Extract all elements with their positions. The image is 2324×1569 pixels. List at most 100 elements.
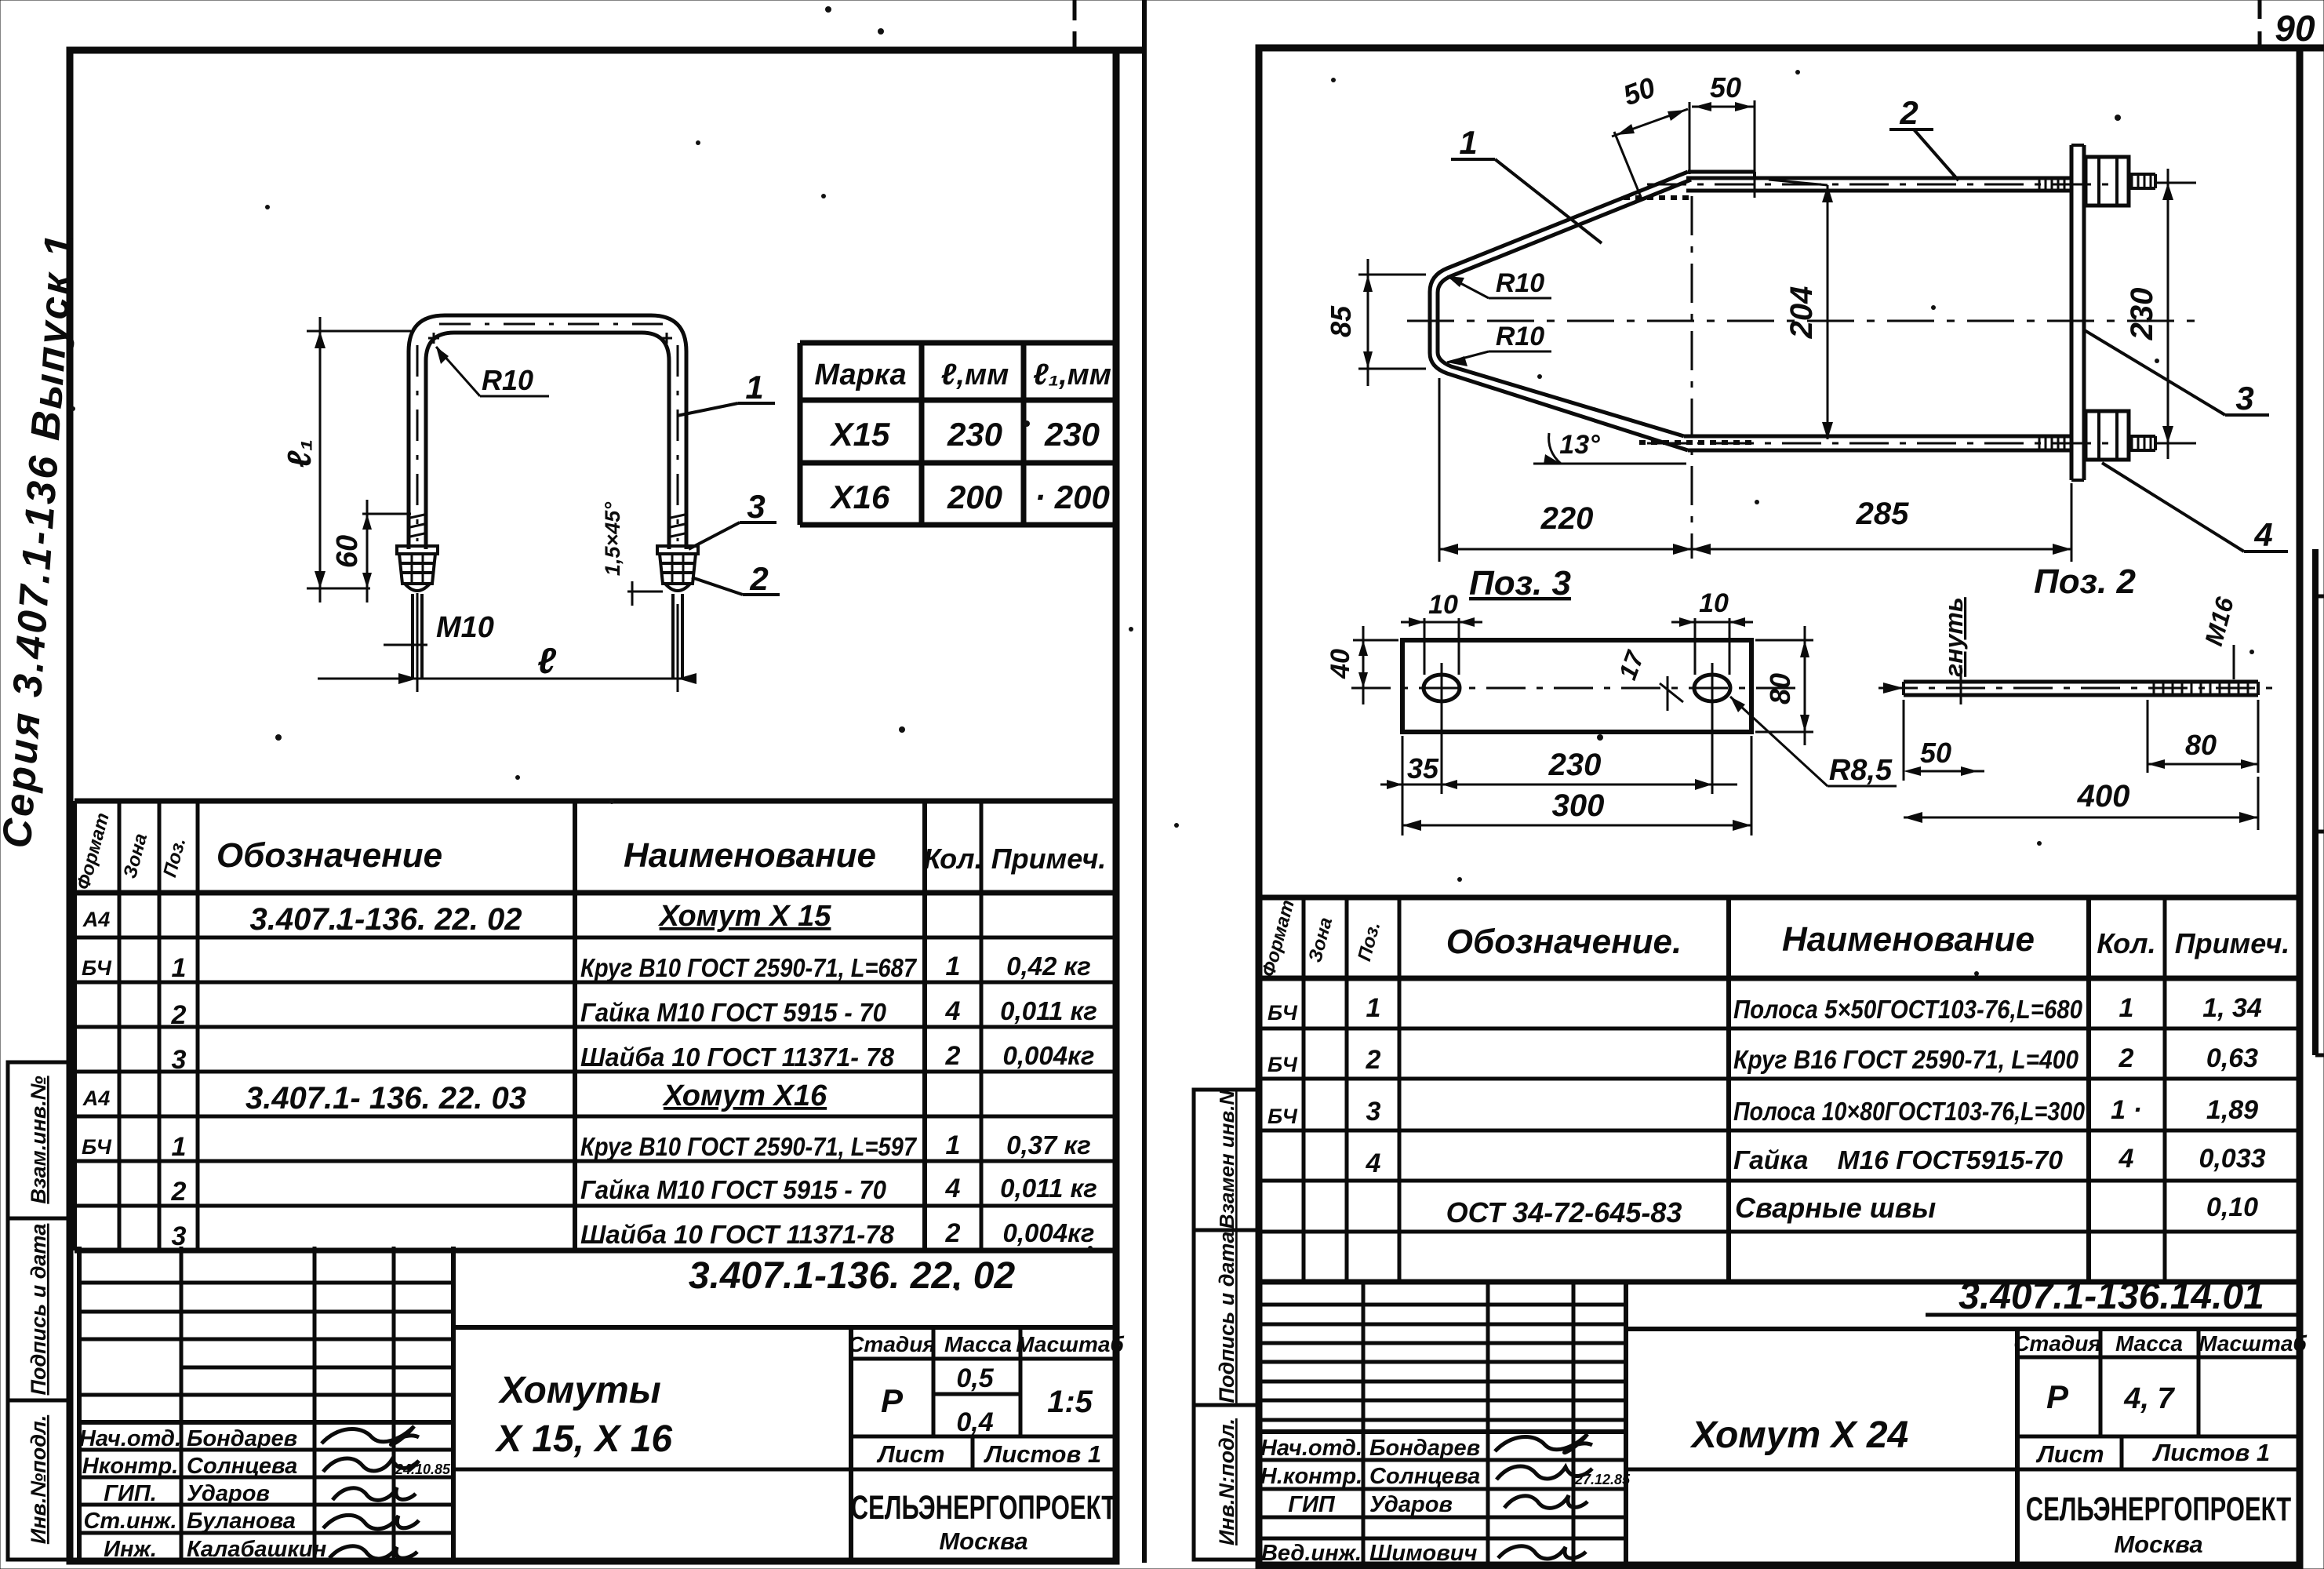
svg-text:0,004кг: 0,004кг [1003,1041,1095,1070]
svg-text:4: 4 [945,1174,961,1203]
svg-text:Обозначение.: Обозначение. [1446,923,1682,961]
svg-text:3: 3 [172,1045,187,1075]
svg-text:4: 4 [2119,1144,2134,1174]
svg-text:гнуть: гнуть [1940,597,1968,677]
svg-text:204: 204 [1784,286,1819,340]
svg-text:· 200: · 200 [1035,479,1110,515]
svg-text:0,011 кг: 0,011 кг [1000,996,1097,1025]
svg-text:1,89: 1,89 [2206,1095,2258,1125]
svg-text:17: 17 [1613,646,1650,683]
svg-text:R10: R10 [482,364,533,396]
svg-text:3: 3 [1366,1097,1381,1127]
svg-text:230: 230 [2125,288,2159,341]
svg-text:1 ·: 1 · [2111,1095,2142,1125]
svg-text:80: 80 [1764,673,1796,704]
svg-text:0,5: 0,5 [956,1363,994,1393]
svg-text:Стадия: Стадия [2013,1331,2101,1356]
svg-text:Листов 1: Листов 1 [984,1440,1101,1468]
svg-text:Нконтр.: Нконтр. [82,1454,178,1479]
svg-text:1,5×45°: 1,5×45° [601,502,624,576]
svg-text:Лист: Лист [876,1440,944,1468]
svg-text:ℓ,мм: ℓ,мм [941,359,1009,391]
svg-text:Москва: Москва [2114,1531,2202,1558]
svg-text:27.12.85: 27.12.85 [1574,1472,1631,1487]
svg-text:2: 2 [171,1000,187,1030]
svg-text:Масштаб: Масштаб [1016,1332,1124,1356]
svg-text:Солнцева: Солнцева [1369,1464,1480,1489]
svg-text:Нач.отд.: Нач.отд. [1260,1436,1362,1461]
svg-text:ℓ₁: ℓ₁ [281,439,318,468]
svg-text:0,011 кг: 0,011 кг [1000,1174,1097,1203]
svg-text:1: 1 [172,1132,187,1162]
svg-text:3.407.1-136. 22. 02: 3.407.1-136. 22. 02 [250,902,522,937]
svg-text:85: 85 [1325,305,1357,337]
svg-text:R10: R10 [1496,268,1544,298]
svg-text:Н.контр.: Н.контр. [1260,1464,1363,1489]
svg-text:0,37 кг: 0,37 кг [1006,1130,1091,1159]
svg-text:Вед.инж.: Вед.инж. [1261,1541,1362,1566]
svg-text:Полоса 10×80ГОСТ103-76,L=300: Полоса 10×80ГОСТ103-76,L=300 [1733,1097,2086,1126]
svg-text:Гайка М16 ГОСТ5915-70: Гайка М16 ГОСТ5915-70 [1733,1145,2064,1174]
svg-text:Поз. 3: Поз. 3 [1469,564,1571,602]
svg-text:Сварные швы: Сварные швы [1735,1192,1937,1224]
svg-text:50: 50 [1710,71,1741,104]
svg-text:2: 2 [749,560,768,597]
svg-text:Примеч.: Примеч. [991,843,1107,875]
svg-text:ОСТ 34-72-645-83: ОСТ 34-72-645-83 [1446,1196,1682,1229]
svg-text:200: 200 [947,479,1002,515]
svg-text:R8,5: R8,5 [1829,754,1893,787]
svg-text:230: 230 [947,416,1002,453]
svg-text:БЧ: БЧ [1267,1001,1298,1025]
svg-text:2: 2 [1899,94,1918,131]
svg-text:2: 2 [945,1041,961,1071]
svg-text:Нач.отд.: Нач.отд. [79,1426,181,1451]
svg-text:Ударов: Ударов [187,1481,270,1506]
svg-text:1:5: 1:5 [1047,1385,1093,1419]
svg-text:Кол.: Кол. [2097,927,2155,959]
svg-text:1: 1 [946,1130,961,1160]
svg-text:0,42 кг: 0,42 кг [1006,952,1091,981]
svg-text:Формат: Формат [1258,897,1299,979]
svg-text:50: 50 [1920,737,1951,769]
svg-text:X16: X16 [830,479,890,515]
svg-text:R10: R10 [1496,322,1544,351]
svg-text:Шайба 10 ГОСТ 11371-78: Шайба 10 ГОСТ 11371-78 [580,1220,895,1249]
svg-text:1: 1 [946,952,961,981]
svg-text:БЧ: БЧ [82,956,112,980]
svg-text:Поз.: Поз. [159,835,190,879]
svg-text:А4: А4 [82,1087,111,1110]
svg-text:Р: Р [2046,1378,2069,1415]
svg-text:Полоса 5×50ГОСТ103-76,L=680: Полоса 5×50ГОСТ103-76,L=680 [1733,995,2083,1024]
svg-text:400: 400 [2077,779,2130,814]
svg-text:ГИП: ГИП [1288,1492,1336,1517]
svg-text:БЧ: БЧ [1267,1053,1298,1076]
svg-text:Марка: Марка [814,359,906,391]
svg-text:80: 80 [2185,729,2217,761]
svg-text:2: 2 [2119,1043,2134,1073]
svg-text:Шайба 10 ГОСТ 11371- 78: Шайба 10 ГОСТ 11371- 78 [580,1043,895,1072]
svg-text:Кол.: Кол. [923,843,982,875]
svg-text:X15: X15 [830,416,890,453]
svg-text:Инв.№подл.: Инв.№подл. [27,1415,50,1544]
svg-text:ℓ: ℓ [537,640,556,681]
svg-text:Москва: Москва [939,1527,1027,1555]
svg-text:Круг В16 ГОСТ 2590-71, L=400: Круг В16 ГОСТ 2590-71, L=400 [1733,1045,2079,1074]
svg-text:Бондарев: Бондарев [187,1426,297,1451]
svg-text:0,10: 0,10 [2206,1192,2258,1222]
svg-text:Хомут X16: Хомут X16 [662,1079,827,1112]
svg-text:230: 230 [1548,748,1602,782]
svg-text:2: 2 [945,1218,961,1248]
svg-text:Калабашкин: Калабашкин [187,1537,326,1562]
svg-text:Поз. 2: Поз. 2 [2034,562,2136,601]
svg-text:2: 2 [171,1177,187,1207]
svg-text:Лист: Лист [2035,1440,2104,1468]
svg-text:СЕЛЬЭНЕРГОПРОЕКТ: СЕЛЬЭНЕРГОПРОЕКТ [851,1488,1116,1526]
svg-text:Листов 1: Листов 1 [2152,1439,2270,1466]
svg-text:40: 40 [1326,649,1355,679]
svg-text:13°: 13° [1559,430,1600,460]
svg-text:Ударов: Ударов [1369,1492,1453,1517]
svg-text:Взам.инв.№: Взам.инв.№ [27,1076,50,1203]
svg-text:Хомуты: Хомуты [497,1370,660,1411]
svg-text:А4: А4 [82,908,111,931]
svg-text:1: 1 [745,369,763,406]
